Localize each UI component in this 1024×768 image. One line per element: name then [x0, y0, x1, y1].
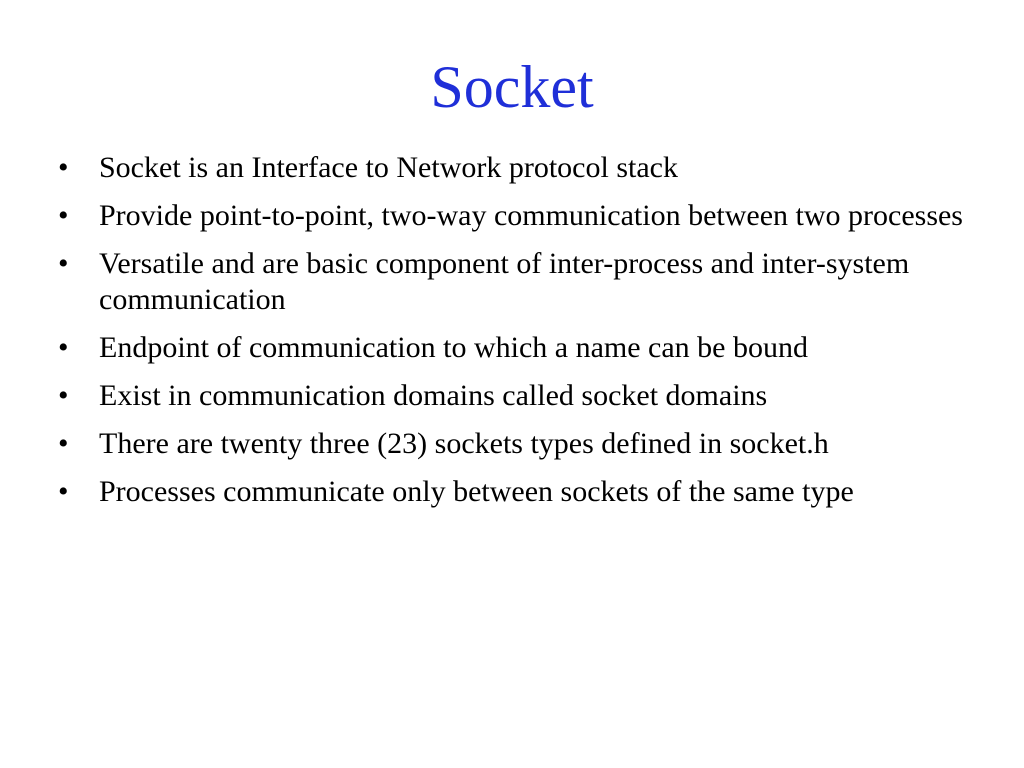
- bullet-item: • Processes communicate only between soc…: [58, 474, 988, 510]
- bullet-item: • There are twenty three (23) sockets ty…: [58, 426, 988, 462]
- bullet-text: Endpoint of communication to which a nam…: [99, 331, 808, 364]
- bullet-icon: •: [58, 199, 69, 232]
- bullet-text: Versatile and are basic component of int…: [99, 247, 910, 316]
- bullet-icon: •: [58, 475, 69, 508]
- bullet-list: • Socket is an Interface to Network prot…: [58, 150, 988, 522]
- bullet-item: • Provide point-to-point, two-way commun…: [58, 198, 988, 234]
- bullet-icon: •: [58, 247, 69, 280]
- bullet-item: • Versatile and are basic component of i…: [58, 246, 988, 318]
- bullet-text: There are twenty three (23) sockets type…: [99, 427, 829, 460]
- slide-title: Socket: [430, 54, 594, 120]
- bullet-item: • Exist in communication domains called …: [58, 378, 988, 414]
- bullet-text: Socket is an Interface to Network protoc…: [99, 151, 678, 184]
- bullet-icon: •: [58, 427, 69, 460]
- bullet-text: Provide point-to-point, two-way communic…: [99, 199, 963, 232]
- bullet-item: • Endpoint of communication to which a n…: [58, 330, 988, 366]
- bullet-text: Exist in communication domains called so…: [99, 379, 768, 412]
- bullet-icon: •: [58, 331, 69, 364]
- bullet-icon: •: [58, 379, 69, 412]
- bullet-item: • Socket is an Interface to Network prot…: [58, 150, 988, 186]
- bullet-text: Processes communicate only between socke…: [99, 475, 854, 508]
- bullet-icon: •: [58, 151, 69, 184]
